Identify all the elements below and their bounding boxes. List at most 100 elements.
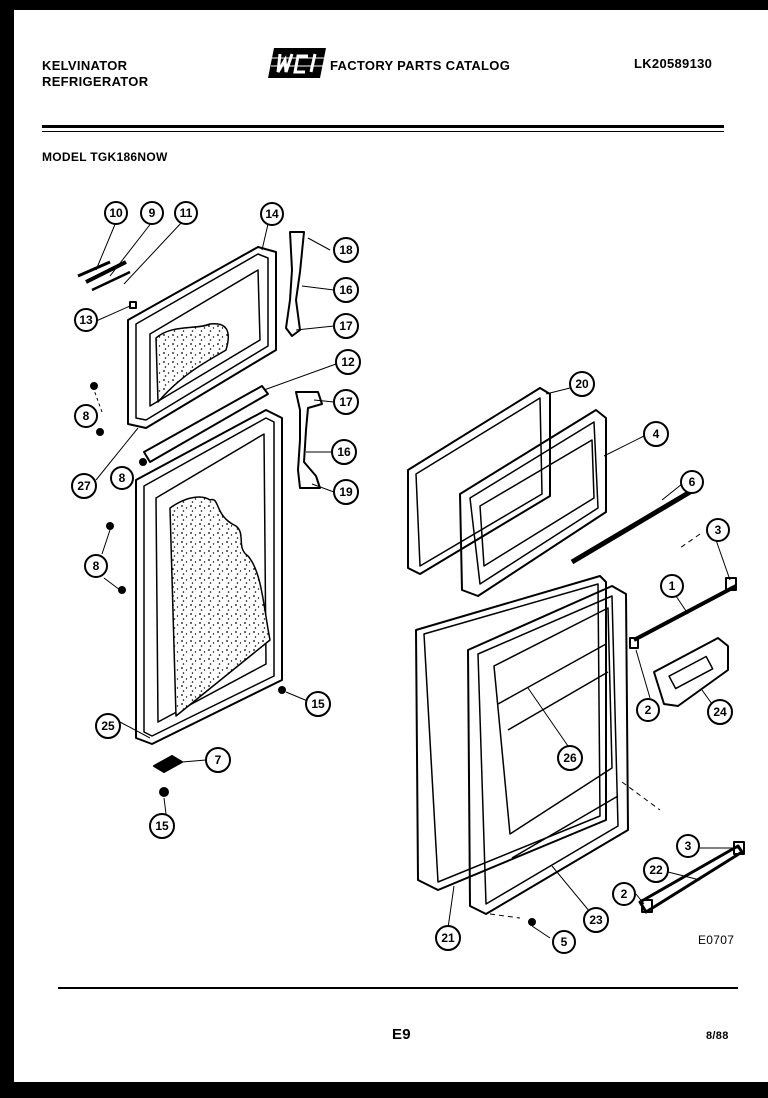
page-number: E9 (392, 1026, 411, 1043)
part-15-plug (278, 686, 286, 694)
callout-18: 18 (339, 243, 353, 257)
callout-circle (706, 518, 730, 542)
callout-circle (205, 747, 231, 773)
callout-3: 3 (685, 839, 692, 853)
callout-circle (660, 574, 684, 598)
callout-10: 10 (109, 206, 123, 220)
callout-circle (333, 389, 359, 415)
callout-circle (333, 277, 359, 303)
callout-8: 8 (119, 471, 126, 485)
part-13-plug (129, 301, 137, 309)
scan-mark (0, 38, 14, 40)
callout-6: 6 (689, 475, 696, 489)
document-number: LK20589130 (634, 56, 713, 71)
callout-14: 14 (265, 207, 279, 221)
callout-circle (680, 470, 704, 494)
callout-15: 15 (311, 697, 325, 711)
brand-name: KELVINATOR (42, 58, 128, 73)
callout-circle (435, 925, 461, 951)
part-2-bracket (629, 637, 639, 649)
part-12-trim (143, 385, 269, 463)
callout-17: 17 (339, 319, 353, 333)
part-10-strip (77, 260, 111, 278)
callout-26: 26 (563, 751, 577, 765)
scan-mark (0, 216, 14, 218)
callout-circle (333, 479, 359, 505)
header-rule-thin (42, 131, 724, 132)
product-type: REFRIGERATOR (42, 74, 149, 89)
leader-lines (93, 221, 738, 939)
callout-circle (335, 349, 361, 375)
callout-circle (583, 907, 609, 933)
callout-22: 22 (649, 863, 663, 877)
scan-mark (0, 224, 14, 226)
callout-25: 25 (101, 719, 115, 733)
callout-circle (333, 237, 359, 263)
part-4-liner (459, 409, 607, 597)
part-8-screw (96, 428, 104, 436)
freezer-door (127, 246, 277, 429)
callout-circle (707, 699, 733, 725)
callout-circle (174, 201, 198, 225)
part-15-plug (159, 787, 169, 797)
callout-7: 7 (215, 753, 222, 767)
callout-circle (557, 745, 583, 771)
wci-logo (268, 48, 326, 78)
part-24-dairy-door (653, 637, 729, 707)
callout-circle (74, 404, 98, 428)
callout-13: 13 (79, 313, 93, 327)
print-date: 8/88 (706, 1030, 729, 1042)
part-20-gasket (407, 387, 551, 575)
fresh-food-handle (295, 391, 323, 489)
callout-circle (71, 473, 97, 499)
callout-2: 2 (645, 703, 652, 717)
header-rule (42, 125, 724, 128)
part-6-strip (570, 489, 692, 565)
callout-circle (74, 308, 98, 332)
footer-rule (58, 987, 738, 989)
callout-21: 21 (441, 931, 455, 945)
callout-4: 4 (653, 427, 660, 441)
scan-mark (0, 46, 14, 48)
callout-23: 23 (589, 913, 603, 927)
callout-15: 15 (155, 819, 169, 833)
part-8-screw (118, 586, 126, 594)
part-7-hinge (153, 755, 183, 773)
callout-16: 16 (339, 283, 353, 297)
callout-12: 12 (341, 355, 355, 369)
callout-2: 2 (621, 887, 628, 901)
callout-circle (110, 466, 134, 490)
callout-20: 20 (575, 377, 589, 391)
part-3-end-cap (725, 577, 737, 591)
part-9-strip (85, 260, 127, 284)
callout-circle (636, 698, 660, 722)
part-23-liner (467, 585, 629, 915)
callout-24: 24 (713, 705, 727, 719)
callout-circle (260, 202, 284, 226)
part-5-screw (528, 918, 536, 926)
callout-27: 27 (77, 479, 91, 493)
callout-9: 9 (149, 206, 156, 220)
callout-circle (331, 439, 357, 465)
callout-8: 8 (93, 559, 100, 573)
callout-1: 1 (669, 579, 676, 593)
part-1-shelf (633, 584, 737, 642)
callout-circle (305, 691, 331, 717)
callout-3: 3 (715, 523, 722, 537)
freezer-handle (285, 231, 305, 337)
callout-circle (643, 421, 669, 447)
part-8-screw (106, 522, 114, 530)
model-label: MODEL TGK186NOW (42, 150, 168, 164)
callout-16: 16 (337, 445, 351, 459)
part-2-bracket (641, 899, 653, 913)
diagram-code: E0707 (698, 933, 735, 947)
callout-8: 8 (83, 409, 90, 423)
callout-circle (612, 882, 636, 906)
callout-17: 17 (339, 395, 353, 409)
callout-circle (84, 554, 108, 578)
callout-circle (104, 201, 128, 225)
fresh-food-door (135, 409, 283, 745)
callout-circle (643, 857, 669, 883)
callout-11: 11 (180, 206, 193, 220)
